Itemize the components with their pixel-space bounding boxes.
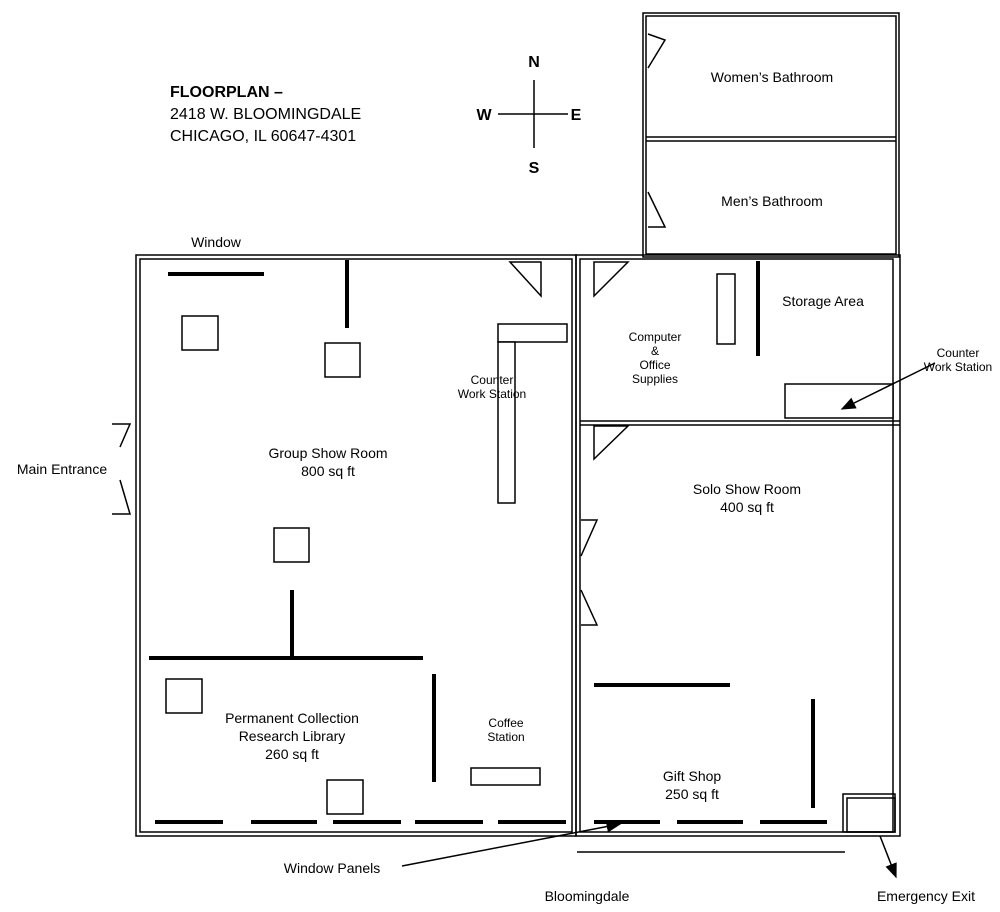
counter-work-station-right	[784, 383, 894, 419]
building-walls	[135, 254, 901, 837]
door-solo-room	[580, 519, 599, 557]
library-name-line2: Research Library	[239, 728, 346, 744]
solo-show-room-name: Solo Show Room	[693, 481, 801, 497]
compass-west: W	[476, 107, 492, 124]
emergency-exit-label: Emergency Exit	[877, 888, 975, 904]
counter-work-station-left	[497, 323, 568, 504]
compass-south: S	[529, 160, 540, 177]
counter-ws-left-line1: Counter	[471, 373, 514, 387]
main-entrance-door	[112, 423, 132, 515]
door-solo-room	[593, 425, 630, 461]
counter-ws-left-line2: Work Station	[458, 387, 526, 401]
pedestal	[165, 678, 203, 714]
coffee-station-line1: Coffee	[488, 716, 523, 730]
office-label-line4: Supplies	[632, 372, 678, 386]
gift-shop-size: 250 sq ft	[665, 786, 719, 802]
floorplan-heading: FLOORPLAN –	[170, 84, 283, 101]
compass-north: N	[528, 54, 540, 71]
bathrooms-block	[642, 12, 900, 258]
office-label-line1: Computer	[629, 330, 682, 344]
pedestal	[273, 527, 310, 563]
group-show-room-size: 800 sq ft	[301, 463, 355, 479]
storage-area-label: Storage Area	[782, 293, 864, 309]
window-panels-arrow	[401, 820, 622, 867]
office-label-line2: &	[651, 344, 659, 358]
address-line-1: 2418 W. BLOOMINGDALE	[170, 106, 361, 123]
womens-bathroom-label: Women’s Bathroom	[711, 69, 833, 85]
counter-ws-right-line1: Counter	[937, 346, 980, 360]
compass-east: E	[571, 107, 582, 124]
gift-shop-name: Gift Shop	[663, 768, 722, 784]
library-size: 260 sq ft	[265, 746, 319, 762]
compass-rose: N S E W	[476, 54, 581, 177]
window-panels-label: Window Panels	[284, 860, 381, 876]
office-label-line3: Office	[639, 358, 670, 372]
main-entrance-label: Main Entrance	[17, 461, 107, 477]
window-label: Window	[191, 234, 242, 250]
solo-show-room-size: 400 sq ft	[720, 499, 774, 515]
pedestal	[181, 315, 219, 351]
library-name-line1: Permanent Collection	[225, 710, 359, 726]
group-show-room-name: Group Show Room	[268, 445, 387, 461]
pedestal	[324, 342, 361, 378]
emergency-exit-arrow	[879, 835, 897, 879]
pedestal	[326, 779, 364, 815]
door-solo-room	[580, 589, 599, 626]
mens-bathroom-label: Men’s Bathroom	[721, 193, 823, 209]
counter-ws-arrow	[840, 362, 936, 410]
counter-ws-right-line2: Work Station	[924, 360, 992, 374]
coffee-station-counter	[470, 767, 541, 786]
door-office	[593, 261, 630, 298]
door-group-room	[508, 261, 542, 298]
street-label: Bloomingdale	[545, 888, 630, 904]
address-line-2: CHICAGO, IL 60647-4301	[170, 128, 356, 145]
coffee-station-line2: Station	[487, 730, 524, 744]
office-cabinet	[716, 273, 736, 345]
